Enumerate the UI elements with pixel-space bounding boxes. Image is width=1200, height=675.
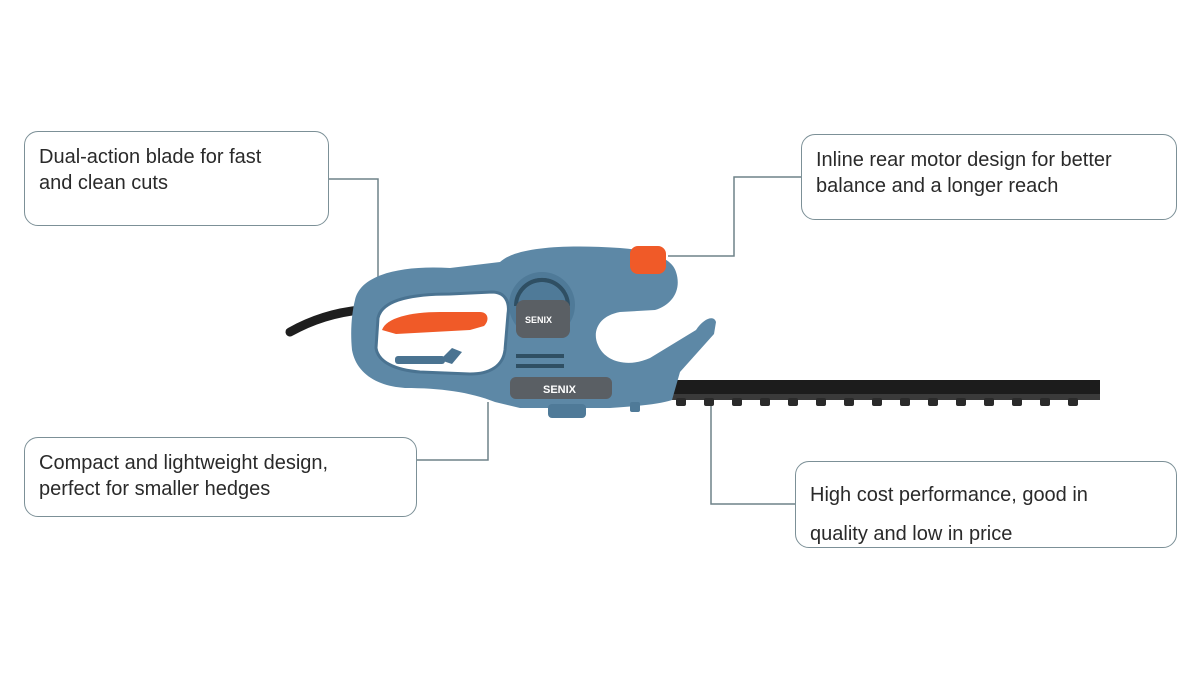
blade-tooth [928, 398, 938, 406]
callout-motor-line2: balance and a longer reach [816, 175, 1059, 197]
blade-tooth [760, 398, 770, 406]
blade-tooth [732, 398, 742, 406]
connector-compact [417, 402, 489, 461]
blade-tooth [872, 398, 882, 406]
callout-value: High cost performance, good in quality a… [795, 461, 1177, 548]
brand-badge-top [516, 300, 570, 338]
callout-compact-line1: Compact and lightweight design, [39, 452, 329, 474]
blade-tooth [676, 398, 686, 406]
callout-connectors [329, 176, 801, 505]
callout-blade-line1: Dual-action blade for fast [39, 146, 262, 168]
blade-tooth [816, 398, 826, 406]
blade-tooth [788, 398, 798, 406]
brand-logo-bottom: SENIX [543, 384, 577, 396]
callout-compact-line2: perfect for smaller hedges [39, 478, 271, 500]
connector-value [710, 405, 795, 505]
connector-blade [329, 178, 379, 290]
callout-motor-line1: Inline rear motor design for better [816, 149, 1112, 171]
blade-tooth [844, 398, 854, 406]
callout-compact: Compact and lightweight design, perfect … [24, 437, 417, 517]
callout-value-line2: quality and low in price [810, 523, 1013, 545]
cutting-blade [664, 380, 1100, 406]
connector-motor [668, 176, 801, 257]
blade-tooth [704, 398, 714, 406]
brand-logo-top: SENIX [525, 315, 552, 325]
power-cord [285, 305, 365, 337]
blade-tooth [1040, 398, 1050, 406]
blade-tooth [900, 398, 910, 406]
power-button [630, 246, 666, 274]
trimmer-body: SENIX SENIX [351, 246, 716, 418]
blade-tooth [984, 398, 994, 406]
callout-value-line1: High cost performance, good in [810, 484, 1088, 506]
callout-blade-line2: and clean cuts [39, 172, 168, 194]
callout-motor: Inline rear motor design for better bala… [801, 134, 1177, 220]
callout-blade: Dual-action blade for fast and clean cut… [24, 131, 329, 226]
brand-badge-bottom [510, 377, 612, 399]
blade-tooth [1012, 398, 1022, 406]
blade-tooth [956, 398, 966, 406]
blade-tooth [1068, 398, 1078, 406]
trigger-switch [382, 312, 488, 334]
